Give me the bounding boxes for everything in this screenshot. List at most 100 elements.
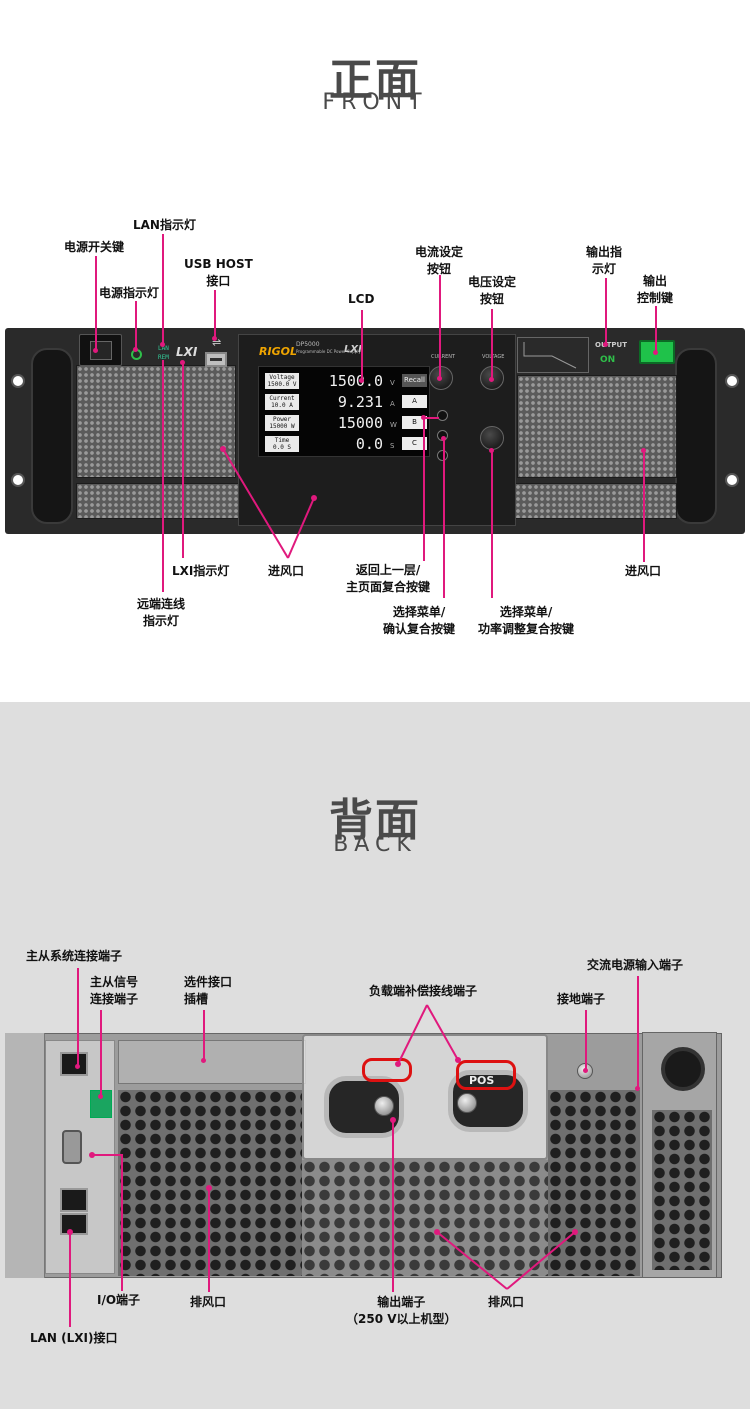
model-name: DP5000 [296,341,320,348]
label-output-key: 输出 控制键 [637,274,674,305]
label-output-terminal: 输出端子 （250 V以上机型） [346,1295,457,1326]
power-unit: W [390,421,397,429]
leader-line [423,417,425,561]
leader-dot [653,350,658,355]
output-label: OUTPUT [595,341,627,349]
leader-line [439,275,441,378]
b-softkey[interactable]: B [402,416,427,429]
output-on-led: ON [600,355,616,365]
rear-grille-center [302,1160,548,1276]
leader-line [491,309,493,379]
front-title-zh: 正面 [329,55,421,106]
sense-cable-pos [456,1060,516,1090]
pos-label: POS [469,1074,495,1087]
label-io-port: I/O端子 [97,1293,141,1307]
back-home-button[interactable] [437,410,448,421]
front-diagonal-leaders [220,446,317,559]
leader-dot [359,378,364,383]
back-diagonal-leaders [67,1004,578,1327]
rack-hole [725,374,739,388]
a-softkey[interactable]: A [402,395,427,408]
lxi-logo: LXI [344,344,362,355]
lan-lxi-port-2[interactable] [60,1213,88,1235]
leader-line [162,234,164,344]
label-master-slave-signal: 主从信号 连接端子 [90,975,139,1006]
label-master-slave-system: 主从系统连接端子 [26,949,123,963]
voltage-readout: 1500.0 [328,372,383,390]
select-button[interactable] [437,450,448,461]
leader-dot [75,1064,80,1069]
spec-graph [517,337,589,373]
label-output-led: 输出指 示灯 [586,245,623,276]
leader-dot [98,1094,103,1099]
voltage-unit: V [390,379,395,387]
current-unit: A [390,400,395,408]
label-back-button: 返回上一层/ 主页面复合按键 [346,563,431,594]
back-title-en: BACK [333,832,417,857]
leader-dot [201,1058,206,1063]
brand-logo: RIGOL [259,345,297,358]
leader-dot [603,342,608,347]
leader-line [491,450,493,598]
leader-dot [212,336,217,341]
label-ground: 接地端子 [557,992,606,1006]
leader-line [443,438,445,598]
leader-line [182,362,184,558]
recall-softkey[interactable]: Recall [402,374,427,387]
leader-dot [180,360,185,365]
rack-hole [11,374,25,388]
leader-dot [441,436,446,441]
label-remote-led: 远端连线 指示灯 [137,597,186,628]
leader-line [605,278,607,344]
c-softkey[interactable]: C [402,437,427,450]
ac-box-grille [652,1110,712,1270]
ac-input-terminal[interactable] [661,1047,705,1091]
master-slave-system-port[interactable] [60,1052,88,1076]
leader-line [423,417,439,419]
rack-hole [725,473,739,487]
front-grille-left [76,365,236,478]
leader-line [361,310,363,380]
label-ac-input: 交流电源输入端子 [587,958,684,972]
lan-lxi-port[interactable] [60,1188,88,1212]
usb-host-port[interactable] [205,352,227,367]
model-subtitle: Programmable DC Power Supply [296,349,361,354]
leader-line [655,306,657,352]
leader-line [95,256,97,350]
label-power-switch: 电源开关键 [64,240,125,254]
label-current-knob: 电流设定 按钮 [415,245,464,276]
label-lan-port: LAN (LXI)接口 [30,1331,118,1345]
label-intake-right: 进风口 [625,564,662,578]
leader-line [214,290,216,338]
back-title-zh: 背面 [329,795,421,846]
rear-side-panel [5,1033,45,1278]
output-bolt-pos[interactable] [457,1093,477,1113]
label-lcd: LCD [348,292,375,306]
leader-dot [93,348,98,353]
current-readout: 9.231 [337,393,383,411]
label-option-slot: 选件接口 插槽 [184,975,233,1006]
leader-dot [583,1068,588,1073]
leader-dot [160,342,165,347]
time-unit: S [390,442,395,450]
io-port[interactable] [62,1130,82,1164]
label-load-sense: 负载端补偿接线端子 [369,984,478,998]
power-readout: 15000 [337,414,383,432]
label-intake-center: 进风口 [268,564,305,578]
label-usb-host: USB HOST 接口 [184,257,253,288]
label-exhaust-right: 排风口 [488,1295,525,1309]
left-handle [31,348,73,524]
label-lan-led: LAN指示灯 [133,218,196,232]
sense-cable-neg [362,1058,412,1082]
output-bolt-neg[interactable] [374,1096,394,1116]
leader-line [100,1010,102,1096]
leader-line [135,301,137,349]
label-select-power: 选择菜单/ 功率调整复合按键 [478,605,575,636]
leader-line [203,1010,205,1060]
leader-line [77,968,79,1066]
